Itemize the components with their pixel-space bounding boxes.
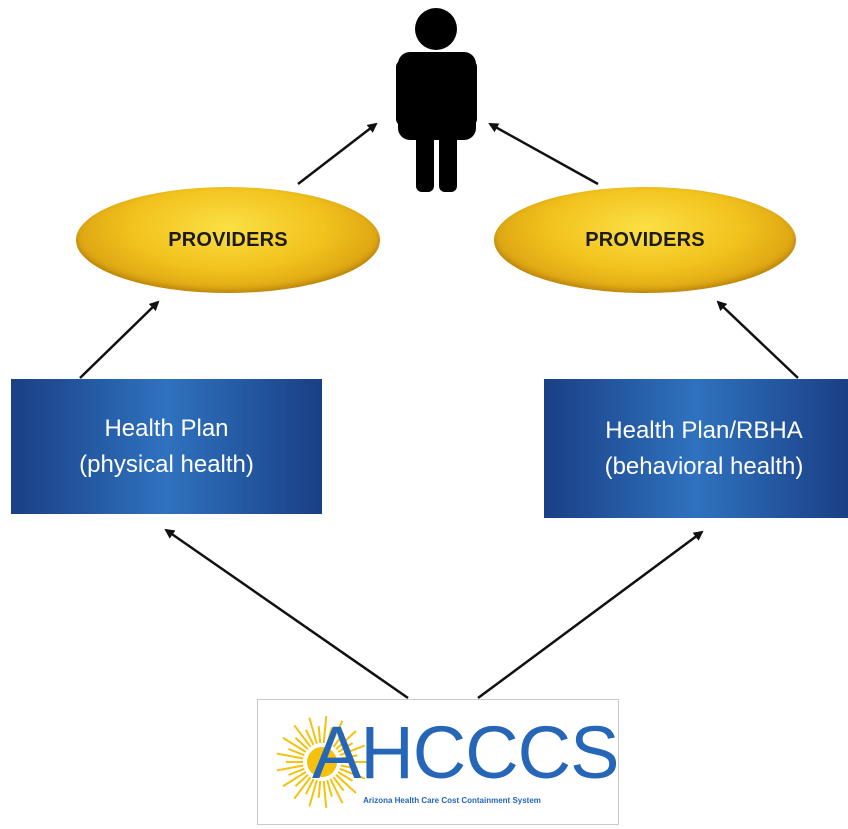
sun-ray — [322, 780, 328, 808]
sun-ray — [335, 774, 357, 794]
sun-ray — [308, 780, 318, 807]
sun-ray — [282, 771, 307, 788]
arrow-provider-left-to-member — [297, 122, 378, 185]
sun-ray — [337, 742, 354, 753]
sun-ray — [288, 748, 305, 757]
sun-ray — [339, 744, 366, 757]
sun-ray — [326, 780, 333, 797]
arrow-plan-left-to-provider — [79, 300, 160, 379]
sun-ray — [276, 752, 304, 760]
providers-left-label: PROVIDERS — [168, 228, 288, 251]
sun-ray — [332, 732, 345, 748]
sun-ray — [317, 780, 322, 798]
sun-ray — [337, 771, 354, 782]
sun-ray — [332, 776, 345, 792]
arrow-provider-right-to-member — [488, 122, 599, 186]
sun-ray — [317, 726, 322, 744]
providers-left-ellipse: PROVIDERS — [76, 187, 380, 293]
person-icon — [396, 8, 477, 192]
sun-ray — [294, 737, 309, 750]
sun-ray — [326, 727, 333, 744]
health-plan-physical-box: Health Plan (physical health) — [11, 379, 322, 514]
sun-ray — [340, 764, 358, 770]
health-plan-behavioral-title: Health Plan/RBHA — [605, 416, 803, 444]
arrow-ahcccs-to-plan-right — [477, 530, 704, 700]
health-plan-behavioral-subtitle: (behavioral health) — [604, 452, 804, 480]
sun-ray — [308, 717, 318, 744]
sun-ray — [276, 764, 304, 772]
sun-ray — [305, 778, 315, 795]
ahcccs-logo-name: AHCCCS — [312, 711, 619, 794]
sun-ray — [293, 776, 312, 800]
sun-ray — [282, 736, 307, 753]
arrow-plan-right-to-provider — [716, 300, 799, 379]
health-plan-behavioral-box: Health Plan/RBHA (behavioral health) — [544, 379, 848, 518]
sun-ray — [293, 724, 312, 748]
health-plan-physical-title: Health Plan — [104, 414, 229, 442]
sun-ray — [305, 729, 315, 746]
arrow-ahcccs-to-plan-left — [164, 528, 409, 700]
sun-ray — [294, 774, 309, 787]
sun-ray — [339, 767, 366, 780]
health-plan-physical-subtitle: (physical health) — [79, 450, 254, 478]
sun-icon — [276, 716, 368, 808]
sun-ray — [329, 720, 344, 746]
sun-ray — [335, 730, 357, 750]
sun-ray — [288, 767, 305, 776]
ahcccs-logo-tagline: Arizona Health Care Cost Containment Sys… — [363, 796, 541, 805]
sun-ray — [340, 754, 358, 760]
sun-ray — [329, 778, 344, 804]
providers-right-label: PROVIDERS — [585, 228, 705, 251]
providers-right-ellipse: PROVIDERS — [494, 187, 796, 293]
sun-ray — [322, 716, 328, 744]
ahcccs-logo: AHCCCS Arizona Health Care Cost Containm… — [257, 699, 619, 825]
